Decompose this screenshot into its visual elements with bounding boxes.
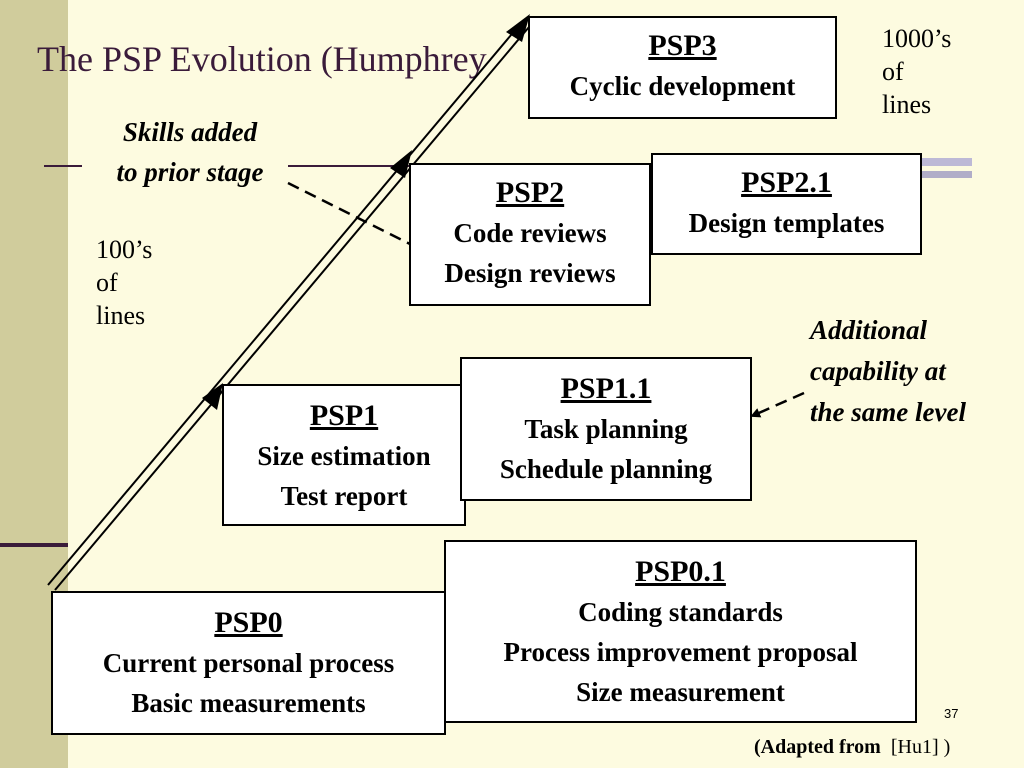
additional-pointer xyxy=(750,391,805,418)
psp1-name: PSP1 xyxy=(309,399,379,432)
title-rule-right xyxy=(288,165,413,167)
psp1-line-1: Size estimation xyxy=(257,441,431,471)
skills-note-line-1: Skills added xyxy=(122,117,258,147)
footer-rule xyxy=(0,543,68,547)
psp0-line-2: Basic measurements xyxy=(131,688,366,718)
thousands-line-3: lines xyxy=(882,90,932,119)
psp0-1-name: PSP0.1 xyxy=(635,555,726,588)
psp1-line-2: Test report xyxy=(280,481,408,511)
psp0-line-1: Current personal process xyxy=(102,648,395,678)
page-title: The PSP Evolution (Humphrey xyxy=(37,39,487,79)
psp1-1-line-2: Schedule planning xyxy=(499,454,713,484)
evolution-arrow xyxy=(47,21,530,591)
hundreds-line-1: 100’s xyxy=(96,235,153,264)
additional-note-line-3: the same level xyxy=(810,397,966,427)
adapted-label: (Adapted from xyxy=(754,736,881,758)
psp3-name: PSP3 xyxy=(648,29,717,62)
source-citation: (Adapted from [Hu1] ) xyxy=(754,736,950,759)
decor-band-light xyxy=(920,158,972,166)
thousands-line-1: 1000’s xyxy=(882,24,952,53)
psp2-1-line-1: Design templates xyxy=(688,208,885,238)
decor-band-dark xyxy=(920,171,972,178)
thousands-line-2: of xyxy=(882,57,904,86)
psp2-1-name: PSP2.1 xyxy=(741,166,832,199)
psp0-1-line-1: Coding standards xyxy=(578,597,783,627)
adapted-ref: [Hu1] ) xyxy=(890,736,951,758)
psp1-box: PSP1 Size estimation Test report xyxy=(222,384,466,526)
hundreds-line-2: of xyxy=(96,268,118,297)
psp0-1-box: PSP0.1 Coding standards Process improvem… xyxy=(444,540,917,723)
psp0-1-line-3: Size measurement xyxy=(576,677,785,707)
title-rule-left xyxy=(44,165,82,167)
additional-note-line-2: capability at xyxy=(810,356,946,386)
evolution-arrowheads xyxy=(202,14,530,410)
psp0-1-line-2: Process improvement proposal xyxy=(503,637,858,667)
psp1-1-name: PSP1.1 xyxy=(560,372,652,405)
psp3-box: PSP3 Cyclic development xyxy=(528,16,837,119)
psp0-box: PSP0 Current personal process Basic meas… xyxy=(51,591,446,735)
additional-capability-note: Additional capability at the same level xyxy=(810,310,966,433)
decor-band-mid xyxy=(920,166,972,171)
thousands-lines-note: 1000’s of lines xyxy=(882,22,951,121)
additional-note-line-1: Additional xyxy=(810,315,928,345)
psp1-1-line-1: Task planning xyxy=(524,414,688,444)
psp2-line-1: Code reviews xyxy=(453,218,607,248)
page-number: 37 xyxy=(944,706,959,721)
hundreds-lines-note: 100’s of lines xyxy=(96,233,152,332)
psp2-box: PSP2 Code reviews Design reviews xyxy=(409,163,651,306)
psp2-line-2: Design reviews xyxy=(444,258,616,288)
hundreds-line-3: lines xyxy=(96,301,146,330)
psp3-line-1: Cyclic development xyxy=(569,71,796,101)
skills-added-note: Skills added to prior stage xyxy=(90,112,290,192)
psp0-name: PSP0 xyxy=(214,606,283,639)
psp1-1-box: PSP1.1 Task planning Schedule planning xyxy=(460,357,752,501)
psp2-1-box: PSP2.1 Design templates xyxy=(651,153,922,255)
skills-note-line-2: to prior stage xyxy=(116,157,264,187)
skills-pointer xyxy=(287,181,430,255)
psp2-name: PSP2 xyxy=(495,176,565,209)
